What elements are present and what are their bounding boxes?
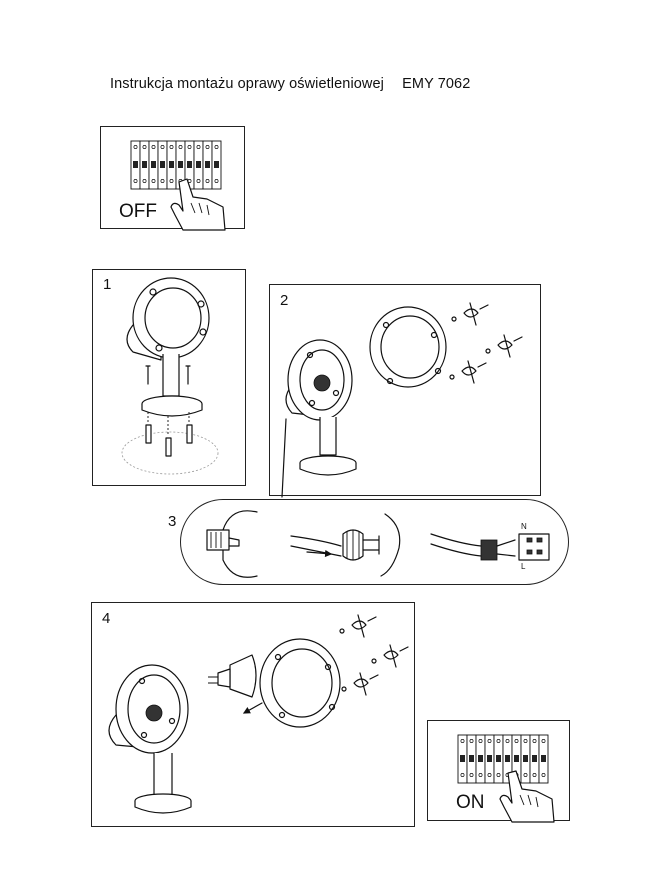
- breaker-toggle: [142, 161, 147, 168]
- breaker-toggle: [133, 161, 138, 168]
- step-3-number: 3: [168, 513, 177, 530]
- hand-pointer-icon: [499, 770, 555, 823]
- breaker-screw: [487, 773, 492, 777]
- power-off-panel: OFF: [100, 126, 245, 231]
- screwdriver-icon: [451, 302, 489, 326]
- breaker-screw: [160, 179, 165, 183]
- terminal-l-label: L: [521, 562, 526, 571]
- breaker-screw: [133, 179, 138, 183]
- breaker-screw: [205, 145, 210, 149]
- step-1-number: 1: [103, 276, 112, 293]
- breaker-toggle: [460, 755, 465, 762]
- breaker-screw: [496, 739, 501, 743]
- circuit-breaker-icon: [457, 734, 549, 784]
- step-2-number: 2: [280, 292, 289, 309]
- breaker-screw: [169, 145, 174, 149]
- lamp-bulb-replace-illustration: [108, 614, 409, 814]
- breaker-screw: [532, 739, 537, 743]
- power-on-panel: ON: [427, 720, 570, 823]
- breaker-toggle: [532, 755, 537, 762]
- breaker-toggle: [160, 161, 165, 168]
- breaker-toggle: [187, 161, 192, 168]
- step-4-panel: 4: [91, 602, 415, 827]
- circuit-breaker-icon: [130, 140, 222, 190]
- model-code: EMY 7062: [402, 76, 471, 92]
- breaker-toggle: [469, 755, 474, 762]
- breaker-screw: [469, 773, 474, 777]
- breaker-toggle: [487, 755, 492, 762]
- breaker-toggle: [541, 755, 546, 762]
- breaker-screw: [523, 773, 528, 777]
- breaker-toggle: [151, 161, 156, 168]
- lamp-mounting-illustration: [121, 277, 219, 475]
- breaker-toggle: [178, 161, 183, 168]
- breaker-screw: [460, 739, 465, 743]
- breaker-screw: [541, 739, 546, 743]
- breaker-screw: [169, 179, 174, 183]
- breaker-toggle: [196, 161, 201, 168]
- hand-pointer-icon: [170, 178, 226, 231]
- screwdriver-icon: [339, 614, 377, 638]
- off-label: OFF: [119, 201, 157, 222]
- breaker-screw: [469, 739, 474, 743]
- breaker-screw: [178, 145, 183, 149]
- breaker-screw: [514, 739, 519, 743]
- on-label: ON: [456, 792, 485, 813]
- breaker-toggle: [514, 755, 519, 762]
- breaker-screw: [160, 145, 165, 149]
- page-title: Instrukcja montażu oprawy oświetleniowej…: [110, 76, 470, 92]
- breaker-screw: [487, 739, 492, 743]
- breaker-screw: [478, 773, 483, 777]
- step-2-panel: 2: [269, 284, 541, 498]
- breaker-toggle: [523, 755, 528, 762]
- breaker-screw: [214, 179, 219, 183]
- breaker-screw: [532, 773, 537, 777]
- breaker-screw: [214, 145, 219, 149]
- breaker-screw: [523, 739, 528, 743]
- breaker-screw: [196, 179, 201, 183]
- step-4-number: 4: [102, 610, 111, 627]
- breaker-screw: [505, 739, 510, 743]
- breaker-screw: [133, 145, 138, 149]
- breaker-toggle: [496, 755, 501, 762]
- wiring-illustration: [206, 510, 550, 578]
- breaker-screw: [151, 145, 156, 149]
- step-1-panel: 1: [92, 269, 246, 486]
- breaker-toggle: [478, 755, 483, 762]
- breaker-screw: [541, 773, 546, 777]
- breaker-screw: [496, 773, 501, 777]
- breaker-screw: [460, 773, 465, 777]
- breaker-toggle: [205, 161, 210, 168]
- breaker-screw: [142, 145, 147, 149]
- title-text: Instrukcja montażu oprawy oświetleniowej: [110, 76, 384, 92]
- breaker-screw: [151, 179, 156, 183]
- breaker-toggle: [214, 161, 219, 168]
- step-3-panel: N L: [180, 499, 569, 585]
- breaker-screw: [196, 145, 201, 149]
- breaker-toggle: [169, 161, 174, 168]
- lamp-open-cover-illustration: [281, 302, 523, 498]
- breaker-screw: [478, 739, 483, 743]
- breaker-toggle: [505, 755, 510, 762]
- terminal-n-label: N: [521, 522, 527, 531]
- breaker-screw: [205, 179, 210, 183]
- breaker-screw: [142, 179, 147, 183]
- breaker-screw: [187, 145, 192, 149]
